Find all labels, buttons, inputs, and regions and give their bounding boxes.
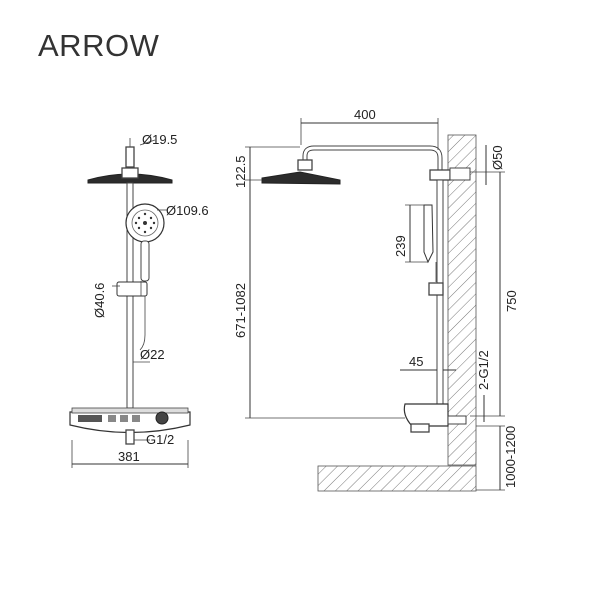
dim-arm-length: 400 <box>354 107 376 122</box>
dim-slider-diameter: Ø40.6 <box>92 283 107 318</box>
top-connector <box>125 146 135 168</box>
front-view <box>69 138 191 468</box>
slider-bracket <box>116 281 148 297</box>
dim-head-drop: 122.5 <box>233 155 248 188</box>
dim-wall-offset: 45 <box>409 354 423 369</box>
dim-hand-diameter: Ø109.6 <box>166 203 209 218</box>
side-view <box>245 118 505 492</box>
wall-section <box>447 134 477 466</box>
dim-pipe-diameter: Ø22 <box>140 347 165 362</box>
thermostat-shelf-side <box>403 403 449 427</box>
brand-logo-text: ARROW <box>38 28 160 63</box>
rain-head-side <box>261 171 341 185</box>
dim-wall-bracket-diameter: Ø50 <box>490 145 505 170</box>
dim-bracket-spacing: 750 <box>504 290 519 312</box>
dim-height-range: 671-1082 <box>233 283 248 338</box>
dim-inlet-threads: 2-G1/2 <box>476 350 491 390</box>
slider-side <box>428 282 444 296</box>
dim-total-width: 381 <box>118 449 140 464</box>
dim-top-diameter: Ø19.5 <box>142 132 177 147</box>
floor-section <box>317 465 477 492</box>
dim-hand-shower-length: 239 <box>393 235 408 257</box>
hand-shower-handle <box>140 240 150 282</box>
dim-install-height: 1000-1200 <box>503 426 518 488</box>
dim-thread-front: G1/2 <box>146 432 174 447</box>
